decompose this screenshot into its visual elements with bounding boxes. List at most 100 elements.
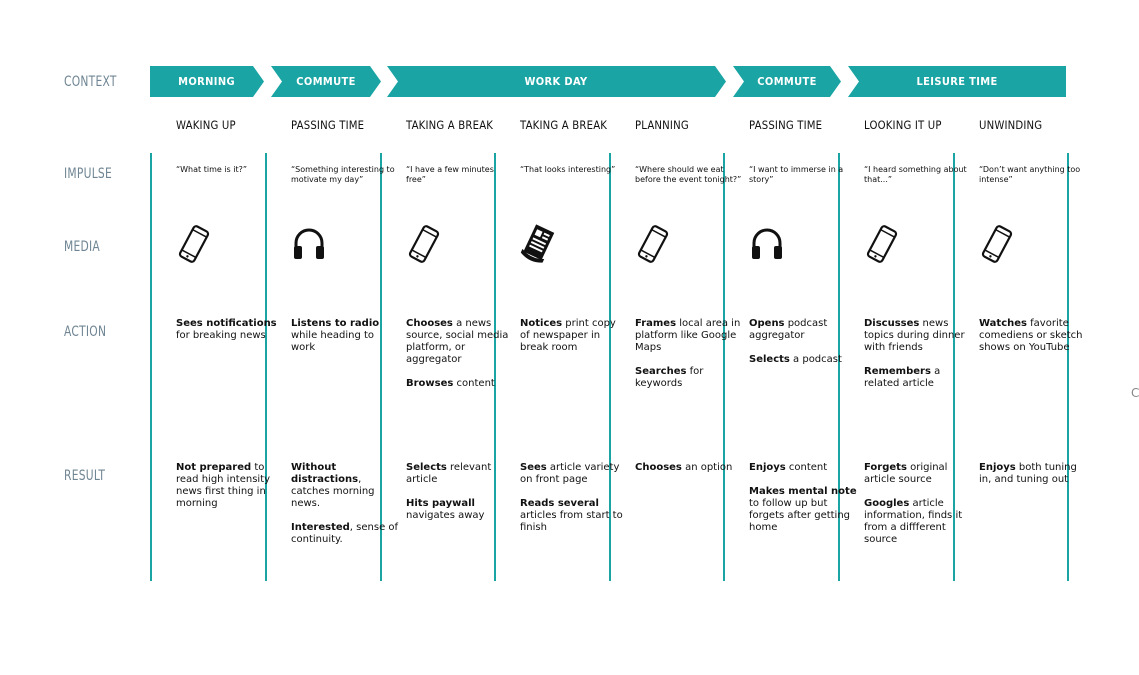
result-item-rest: , sense of continuity.	[291, 522, 399, 545]
row-label-context: CONTEXT	[64, 74, 117, 90]
context-phase-leisure-time: LEISURE TIME	[848, 66, 1066, 97]
action-item-rest: content	[453, 378, 495, 389]
result-item-rest: to follow up but forgets after getting h…	[749, 498, 851, 533]
column-divider	[265, 153, 267, 581]
action-item-rest: news topics during dinner with friends	[864, 318, 965, 353]
result-item: Makes mental note to follow up but forge…	[749, 486, 857, 534]
context-phase-commute: COMMUTE	[271, 66, 381, 97]
action-item-bold: Selects	[749, 354, 790, 365]
context-phase-commute-evening: COMMUTE	[733, 66, 841, 97]
action-item-rest: podcast aggregator	[749, 318, 828, 341]
action-item: Notices print copy of newspaper in break…	[520, 318, 628, 354]
result-item-rest: article information, finds it from a dif…	[864, 498, 963, 545]
result-item-bold: Selects	[406, 462, 447, 473]
action-item-bold: Searches	[635, 366, 687, 377]
row-label-result: RESULT	[64, 468, 106, 484]
result-item: Reads several articles from start to fin…	[520, 498, 628, 534]
column-divider	[723, 153, 725, 581]
action-item: Browses content	[406, 378, 514, 390]
context-phase-label: COMMUTE	[757, 75, 817, 88]
result-item: Selects relevant article	[406, 462, 514, 486]
smartphone-icon	[864, 224, 900, 264]
column-divider	[953, 153, 955, 581]
action-item: Searches for keywords	[635, 366, 743, 390]
impulse-quote: “What time is it?”	[176, 165, 248, 174]
action-item: Watches favorite comediens or sketch sho…	[979, 318, 1087, 354]
result-item: Forgets original article source	[864, 462, 972, 486]
action-item: Opens podcast aggregator	[749, 318, 857, 342]
action-item: Selects a podcast	[749, 354, 857, 366]
impulse-quote: “I want to immerse in a story”	[749, 165, 844, 184]
action-item-rest: a news source, social media platform, or…	[406, 318, 509, 365]
context-phase-label: MORNING	[178, 75, 236, 88]
result-item-rest: both tuning in, and tuning out	[979, 462, 1077, 485]
impulse-quote: “Where should we eat before the event to…	[635, 165, 742, 184]
row-label-media: MEDIA	[64, 239, 101, 255]
action-item: Chooses a news source, social media plat…	[406, 318, 514, 366]
action-item-bold: Listens to radio	[291, 318, 380, 329]
column-title: PASSING TIME	[749, 118, 823, 132]
action-item-bold: Watches	[979, 318, 1027, 329]
newspaper-icon	[520, 224, 556, 264]
action-text: Sees notifications for breaking news	[176, 318, 284, 354]
context-phase-label: COMMUTE	[296, 75, 356, 88]
result-item: Enjoys both tuning in, and tuning out	[979, 462, 1087, 486]
column-title: PLANNING	[635, 118, 689, 132]
action-text: Listens to radio while heading to work	[291, 318, 399, 366]
column-title: LOOKING IT UP	[864, 118, 942, 132]
action-item: Sees notifications for breaking news	[176, 318, 284, 342]
edge-mark: C	[1131, 386, 1139, 400]
smartphone-icon	[979, 224, 1015, 264]
action-item-rest: while heading to work	[291, 330, 375, 353]
context-phase-label: LEISURE TIME	[916, 75, 998, 88]
smartphone-icon	[635, 224, 671, 264]
column-divider	[838, 153, 840, 581]
result-item-rest: an option	[681, 462, 733, 473]
result-item: Not prepared to read high intensity news…	[176, 462, 284, 510]
result-item-rest: , catches morning news.	[291, 474, 375, 509]
column-title: PASSING TIME	[291, 118, 365, 132]
result-item-bold: Googles	[864, 498, 910, 509]
result-item: Googles article information, finds it fr…	[864, 498, 972, 546]
column-title: WAKING UP	[176, 118, 236, 132]
action-item-rest: a podcast	[789, 354, 842, 365]
context-phase-work-day: WORK DAY	[387, 66, 726, 97]
action-item-bold: Remembers	[864, 366, 931, 377]
result-item-bold: Enjoys	[979, 462, 1016, 473]
column-title: TAKING A BREAK	[406, 118, 494, 132]
action-item-bold: Sees notifications	[176, 318, 277, 329]
result-item-bold: Interested	[291, 522, 350, 533]
context-phase-morning: MORNING	[150, 66, 264, 97]
impulse-quote: “I have a few minutes free”	[406, 165, 494, 184]
action-text: Notices print copy of newspaper in break…	[520, 318, 628, 366]
column-divider	[380, 153, 382, 581]
result-item-bold: Chooses	[635, 462, 682, 473]
action-item: Remembers a related article	[864, 366, 972, 390]
action-item-rest: for breaking news	[176, 330, 266, 341]
result-item-bold: Not prepared	[176, 462, 252, 473]
action-item-bold: Notices	[520, 318, 563, 329]
column-title: UNWINDING	[979, 118, 1043, 132]
action-item-rest: print copy of newspaper in break room	[520, 318, 616, 353]
column-divider	[494, 153, 496, 581]
result-text: Enjoys both tuning in, and tuning out	[979, 462, 1087, 498]
impulse-quote: “I heard something about that...”	[864, 165, 967, 184]
action-item-bold: Frames	[635, 318, 677, 329]
result-item-bold: Sees	[520, 462, 547, 473]
result-item-bold: Without distractions	[291, 462, 359, 485]
column-divider	[609, 153, 611, 581]
result-text: Without distractions, catches morning ne…	[291, 462, 399, 558]
column-title: TAKING A BREAK	[520, 118, 608, 132]
action-item: Listens to radio while heading to work	[291, 318, 399, 354]
action-item-rest: for keywords	[635, 366, 704, 389]
result-item: Hits paywall navigates away	[406, 498, 514, 522]
result-item: Chooses an option	[635, 462, 743, 474]
action-item-rest: a related article	[864, 366, 941, 389]
action-item-rest: local area in platform like Google Maps	[635, 318, 741, 353]
result-item-bold: Hits paywall	[406, 498, 475, 509]
